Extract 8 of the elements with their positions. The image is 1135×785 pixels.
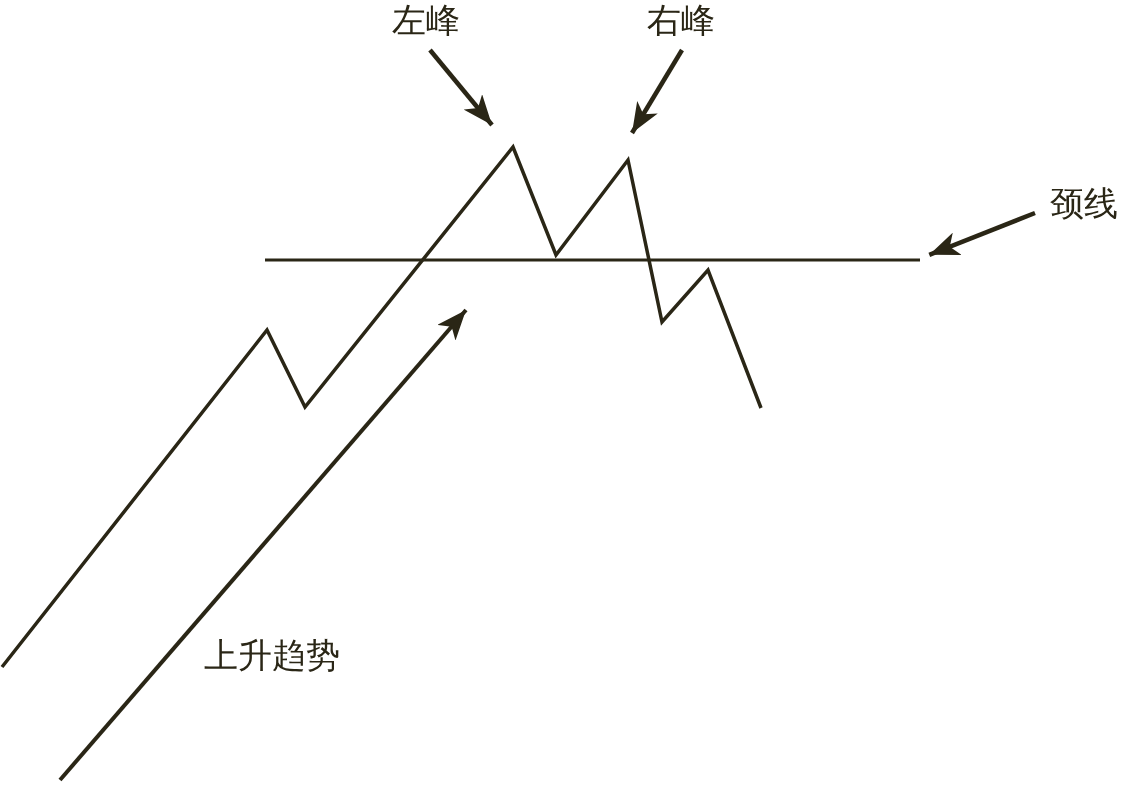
- peak-label: 左峰: [392, 3, 460, 37]
- neckline: [265, 258, 920, 262]
- leader-arrow: [630, 48, 684, 135]
- leader-arrow: [428, 48, 494, 127]
- peak-label: 右峰: [647, 3, 715, 37]
- neckline-label: 颈线: [1050, 186, 1118, 220]
- trend-label: 上升趋势: [204, 638, 340, 672]
- leader-arrow: [928, 210, 1036, 257]
